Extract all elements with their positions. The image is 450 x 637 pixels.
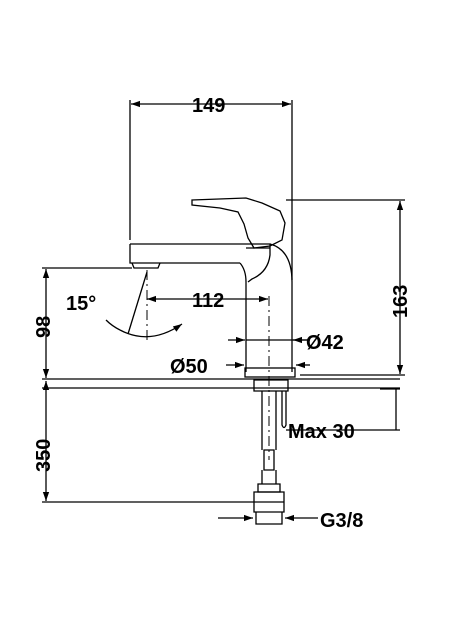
label-112: 112 (192, 290, 224, 312)
center-lines (146, 270, 270, 460)
dimension-350 (42, 381, 254, 503)
label-g38: G3/8 (320, 510, 363, 532)
dimension-max30 (286, 388, 400, 431)
faucet-outline (129, 197, 296, 378)
fixing-assembly (253, 379, 289, 525)
label-angle: 15° (66, 293, 96, 315)
label-d42: Ø42 (306, 332, 344, 354)
label-163: 163 (390, 285, 412, 318)
label-d50: Ø50 (170, 356, 208, 378)
label-149: 149 (192, 95, 225, 117)
label-98: 98 (33, 316, 55, 338)
dimension-98 (42, 267, 132, 378)
dimension-163 (286, 199, 405, 376)
dimension-149 (129, 100, 293, 280)
dimension-angle (105, 271, 183, 338)
label-max30: Max 30 (288, 421, 355, 443)
label-350: 350 (33, 439, 55, 472)
